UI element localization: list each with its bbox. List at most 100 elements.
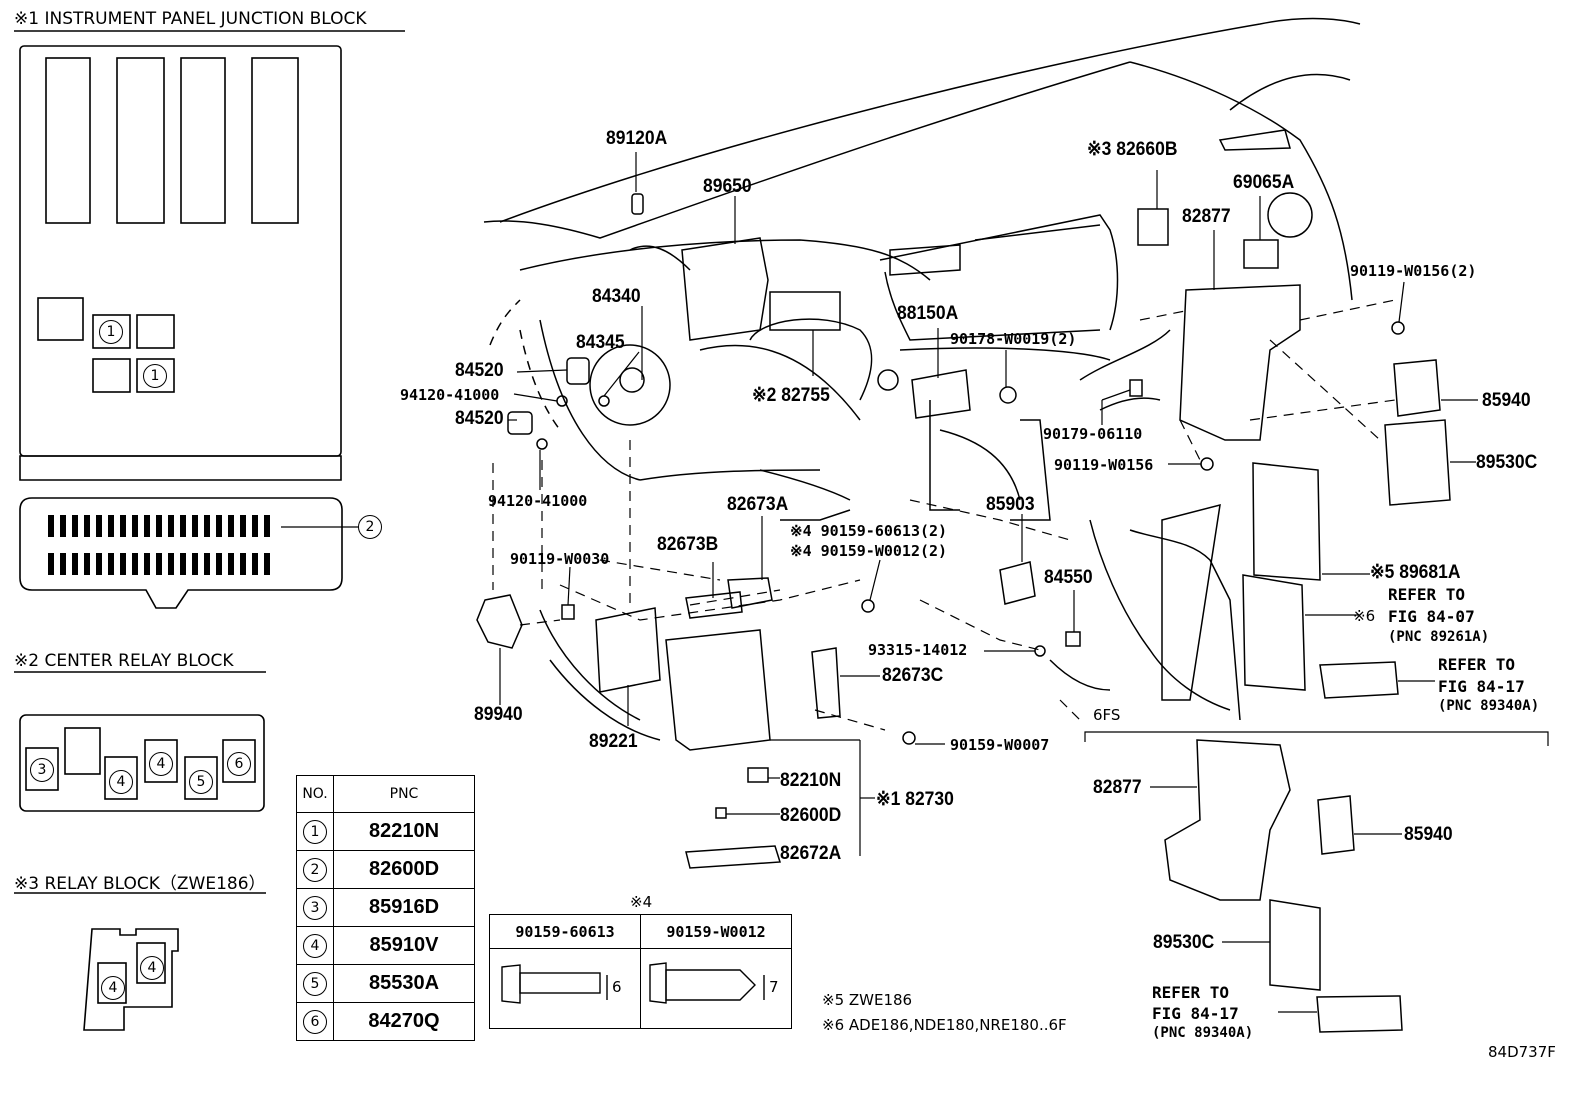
section-title-relay-block: ※3 RELAY BLOCK（ZWE186）: [14, 874, 266, 894]
connector-pin: [216, 515, 222, 537]
connector-pin: [132, 515, 138, 537]
connector-pin: [108, 515, 114, 537]
connector-pin: [96, 553, 102, 575]
fuse-slot: [116, 57, 165, 224]
center-relay-block-outline: [19, 714, 265, 812]
connector-pin: [252, 515, 258, 537]
part-84340: [619, 367, 645, 393]
note-5: ※5 ZWE186: [822, 991, 913, 1009]
connector-pin: [144, 515, 150, 537]
callout-circle-5: 5: [189, 770, 213, 794]
table-row: 2 82600D: [296, 850, 475, 889]
part-89530Cb: [1269, 899, 1321, 991]
label-90119-W0156-2: 90119-W0156(2): [1350, 262, 1477, 280]
section-title-center-relay-block: ※2 CENTER RELAY BLOCK: [14, 651, 234, 671]
fuse-slot: [251, 57, 299, 224]
label-88150A: 88150A: [897, 303, 959, 324]
part-89681A: [1252, 462, 1321, 581]
part-89340A-b: [1316, 995, 1403, 1033]
pnc-table-header-pnc: PNC: [333, 775, 475, 813]
connector-pin: [96, 515, 102, 537]
bolt-dim-1: 6: [612, 978, 622, 996]
part-82210N: [747, 767, 769, 783]
part-82877b: [1164, 739, 1291, 901]
label-82210N: 82210N: [780, 770, 842, 791]
ref1-line2[interactable]: FIG 84-07: [1388, 607, 1475, 626]
dashboard-outline: [483, 17, 1361, 741]
connector-pin: [168, 553, 174, 575]
connector-pin: [156, 553, 162, 575]
connector-pin: [72, 515, 78, 537]
connector-pin: [84, 553, 90, 575]
part-84520b: [507, 411, 533, 435]
bolt-90119-W0030: [561, 604, 575, 620]
part-84550: [1065, 631, 1081, 647]
part-89340A: [1319, 661, 1399, 699]
label-85940: 85940: [1404, 824, 1453, 845]
connector-pin: [120, 515, 126, 537]
label-89530C: 89530C: [1476, 452, 1538, 473]
connector-pin: [192, 553, 198, 575]
section-title-ip-junction-block: ※1 INSTRUMENT PANEL JUNCTION BLOCK: [14, 9, 367, 29]
row-number: 4: [303, 933, 327, 958]
bolt-table: 90159-60613 90159-W0012: [489, 914, 792, 1029]
part-89940: [476, 594, 523, 649]
part-69065A: [1243, 239, 1279, 269]
connector-pin: [252, 553, 258, 575]
callout-circle-4: 4: [140, 956, 164, 980]
connector-pin: [240, 515, 246, 537]
figure-id: 84D737F: [1488, 1043, 1556, 1061]
connector-block-outline: [19, 497, 343, 609]
connector-pin: [48, 553, 54, 575]
table-row: 1 82210N: [296, 812, 475, 851]
bolt-90159-W0007: [902, 731, 916, 745]
connector-pin: [168, 515, 174, 537]
part-89530Ca: [1384, 419, 1451, 506]
label-82672A: 82672A: [780, 843, 842, 864]
table-row: 6 84270Q: [296, 1002, 475, 1041]
row-number: 6: [303, 1009, 327, 1034]
label-89681A: ※5 89681A: [1370, 562, 1461, 583]
row-pnc: 85916D: [333, 888, 475, 927]
label-69065A: 69065A: [1233, 172, 1295, 193]
label-94120-41000: 94120-41000: [488, 492, 588, 510]
bolt-dim-2: 7: [769, 978, 779, 996]
connector-pin: [48, 515, 54, 537]
row-number: 5: [303, 971, 327, 996]
row-pnc: 82600D: [333, 850, 475, 889]
callout-circle-6: 6: [227, 752, 251, 776]
part-82755: [769, 291, 841, 331]
relay-block-outline: [83, 928, 179, 1031]
callout-circle-3: 3: [30, 758, 54, 782]
table-row: 4 85910V: [296, 926, 475, 965]
connector-pin: [84, 515, 90, 537]
connector-pin: [60, 515, 66, 537]
connector-pin: [60, 553, 66, 575]
row-number: 1: [303, 819, 327, 844]
label-89650: 89650: [703, 176, 752, 197]
part-84520a: [566, 357, 590, 385]
label-84345: 84345: [576, 332, 625, 353]
label-85903: 85903: [986, 494, 1035, 515]
ref2-line2[interactable]: FIG 84-17: [1438, 677, 1525, 696]
connector-pin: [240, 553, 246, 575]
ref1-line3: (PNC 89261A): [1388, 629, 1490, 645]
label-82877: 82877: [1093, 777, 1142, 798]
ref2-line1: REFER TO: [1438, 655, 1516, 674]
callout-circle-4: 4: [101, 976, 125, 1000]
part-82877a: [1179, 284, 1301, 441]
pnc-table-header-no: NO.: [296, 775, 334, 813]
connector-pin: [180, 515, 186, 537]
part-85940a: [1393, 359, 1441, 417]
label-84520: 84520: [455, 360, 504, 381]
bolt-table-col2: 90159-W0012: [640, 914, 792, 949]
label-6fs: 6FS: [1093, 706, 1121, 724]
connector-pin: [156, 515, 162, 537]
note-6: ※6 ADE186,NDE180,NRE180..6F: [822, 1016, 1067, 1034]
ref3-line2[interactable]: FIG 84-17: [1152, 1004, 1239, 1023]
connector-pin: [264, 553, 270, 575]
callout-circle-1: 1: [99, 320, 123, 344]
connector-pin: [144, 553, 150, 575]
label-82730: ※1 82730: [876, 789, 954, 810]
label-90119-W0156: 90119-W0156: [1054, 456, 1154, 474]
